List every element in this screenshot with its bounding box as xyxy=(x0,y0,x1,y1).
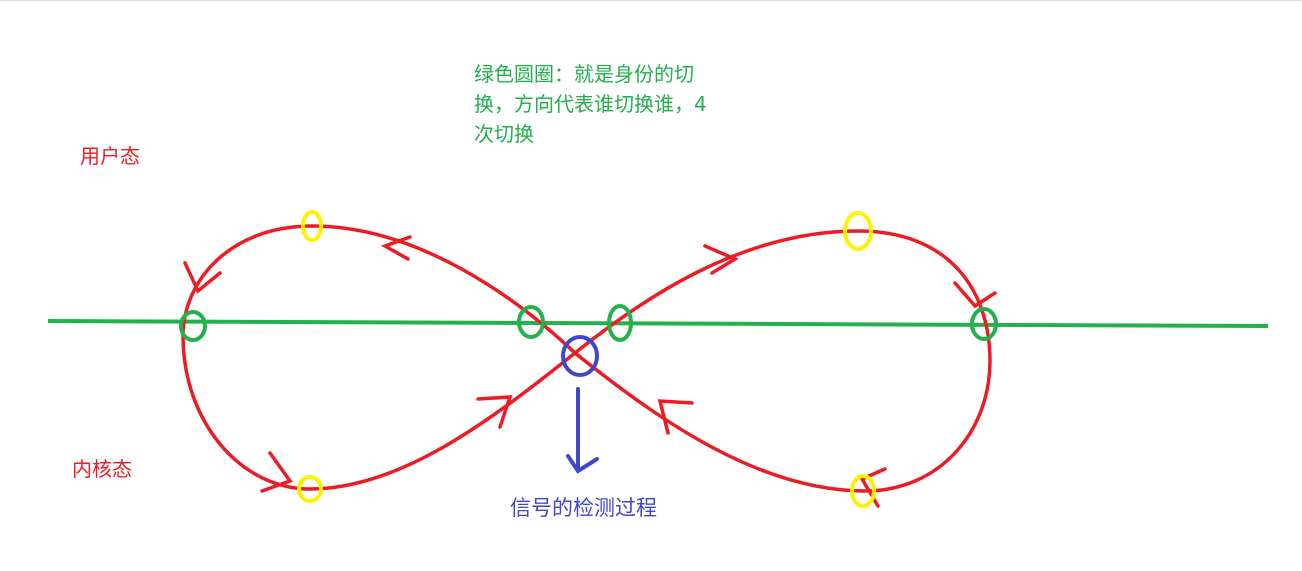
switch-marker xyxy=(517,305,545,339)
arrow-icon xyxy=(953,281,997,309)
annotation-line: 绿色圆圈：就是身份的切 xyxy=(474,62,694,86)
yellow-marker xyxy=(297,475,323,503)
switch-marker xyxy=(607,304,633,342)
down-arrow-head-icon xyxy=(566,454,599,474)
user-mode-label: 用户态 xyxy=(80,144,140,168)
arrow-icon xyxy=(183,261,222,294)
yellow-marker xyxy=(850,474,876,508)
mode-boundary-line xyxy=(47,319,1269,328)
signal-check-label: 信号的检测过程 xyxy=(510,496,657,520)
arrow-icon xyxy=(380,235,412,261)
switch-marker xyxy=(179,310,207,342)
annotation-line: 换，方向代表谁切换谁，4 xyxy=(474,92,707,116)
annotation-line: 次切换 xyxy=(474,122,534,146)
kernel-mode-label: 内核态 xyxy=(72,457,132,481)
arrow-icon xyxy=(476,395,513,429)
annotation-text: 绿色圆圈：就是身份的切 换，方向代表谁切换谁，4 次切换 xyxy=(474,59,707,149)
arrow-icon xyxy=(703,244,739,275)
arrow-icon xyxy=(260,451,293,493)
switch-marker xyxy=(970,307,998,341)
arrow-icon xyxy=(657,399,694,435)
yellow-marker xyxy=(843,211,873,251)
signal-check-marker xyxy=(561,335,599,377)
execution-loop xyxy=(181,224,992,493)
yellow-marker xyxy=(301,210,323,242)
